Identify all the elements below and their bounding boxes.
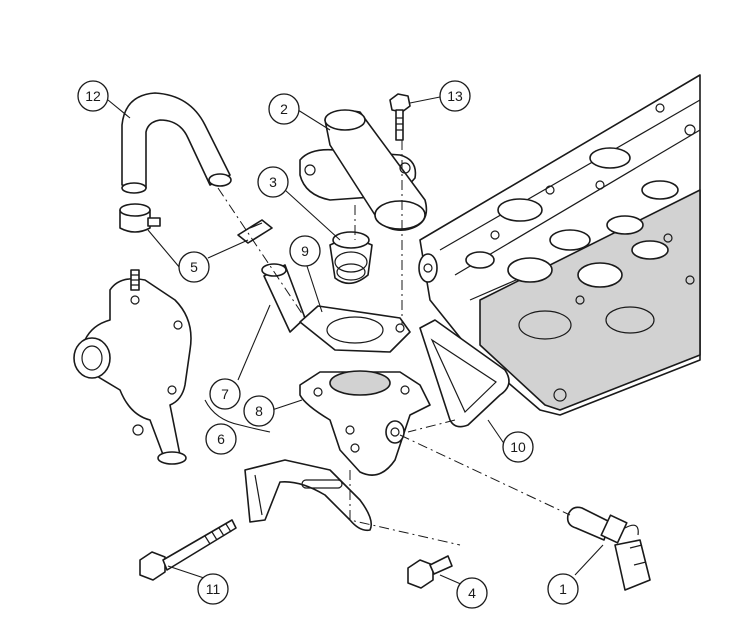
callout-8: 8 (243, 395, 275, 427)
leader-lines (107, 96, 604, 586)
svg-text:13: 13 (447, 88, 463, 104)
callout-3: 3 (257, 166, 289, 198)
alignment-lines (217, 140, 571, 546)
mounting-bracket (244, 459, 373, 532)
callout-5: 5 (178, 251, 210, 283)
callout-1: 1 (547, 573, 579, 605)
svg-text:3: 3 (269, 174, 277, 190)
callout-12: 12 (77, 80, 109, 112)
svg-text:11: 11 (206, 581, 221, 597)
thermostat-cover (299, 109, 428, 232)
svg-text:7: 7 (221, 386, 229, 402)
cover-bolt (389, 93, 411, 141)
callout-2: 2 (268, 93, 300, 125)
svg-text:12: 12 (85, 88, 101, 104)
hose-clamp-upper (119, 203, 161, 233)
svg-text:8: 8 (255, 403, 263, 419)
thermostat-housing (299, 370, 431, 476)
svg-text:9: 9 (301, 243, 309, 259)
svg-text:6: 6 (217, 431, 225, 447)
flange-bolt (407, 555, 453, 589)
svg-text:10: 10 (510, 439, 526, 455)
thermostat-gasket (299, 305, 411, 353)
callout-6: 6 (205, 423, 237, 455)
bypass-hose (121, 92, 232, 194)
svg-text:4: 4 (468, 585, 476, 601)
hose-clamp-lower (237, 219, 273, 244)
callout-7: 7 (209, 378, 241, 410)
short-hose (261, 263, 306, 333)
temperature-sensor (566, 506, 651, 591)
callout-13: 13 (439, 80, 471, 112)
long-bolt (139, 519, 237, 581)
cylinder-head (418, 74, 701, 416)
callout-9: 9 (289, 235, 321, 267)
callout-10: 10 (502, 431, 534, 463)
housing-gasket (419, 319, 510, 428)
water-pump (73, 269, 192, 465)
svg-text:1: 1 (559, 581, 567, 597)
svg-text:2: 2 (280, 101, 288, 117)
callout-11: 11 (197, 573, 229, 605)
callout-4: 4 (456, 577, 488, 609)
thermostat (329, 231, 373, 285)
svg-text:5: 5 (190, 259, 198, 275)
